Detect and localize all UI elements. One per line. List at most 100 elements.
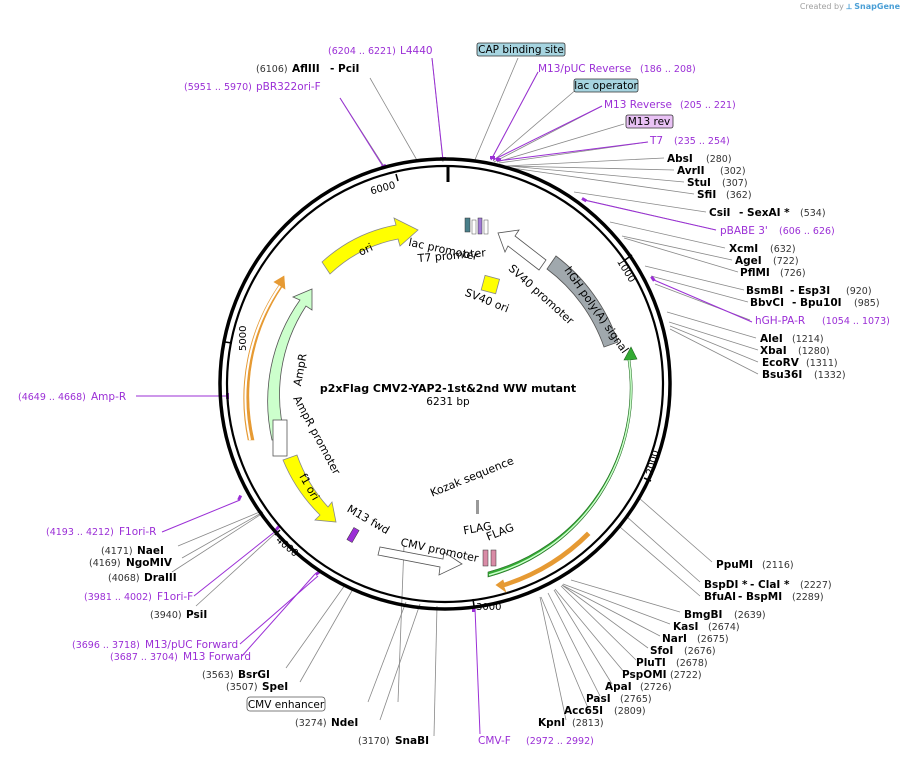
site-bfuai-name: BfuAI (704, 591, 736, 603)
backbone-inner (225, 164, 665, 604)
site-bmgbi-pos: (2639) (734, 610, 766, 621)
tick-label-3000: 3000 (476, 602, 501, 613)
primer-t7-name: T7 (649, 135, 663, 147)
site-spei-pos: (3507) (226, 682, 258, 693)
site-nari-pos: (2675) (697, 634, 729, 645)
bottom-orange-arc (495, 531, 591, 593)
site-ecorv-pos: (1311) (806, 358, 838, 369)
primer-amp-r-name: Amp-R (91, 391, 126, 403)
site-bbvci-extra: - Bpu10I (792, 297, 842, 309)
cap-feature (464, 217, 471, 233)
primer-f1ori-f-name: F1ori-F (157, 591, 193, 603)
site-csii-name: CsiI (709, 207, 730, 219)
site-naei-name: NaeI (137, 545, 164, 557)
ampr-label: AmpR (291, 352, 310, 387)
site-xbai-name: XbaI (760, 345, 787, 357)
site-pflmi-name: PflMI (740, 267, 770, 279)
snapgene-logo: ⟂ (846, 2, 852, 11)
primer-m13-fwd-name: M13 Forward (183, 651, 251, 663)
primer-pbr322-name: pBR322ori-F (256, 81, 321, 93)
right-green-arc (487, 346, 638, 578)
site-bsu36i-name: Bsu36I (762, 369, 802, 381)
hgh-polya-label: hGH poly(A) signal (562, 264, 632, 356)
tick-label-2000: 2000 (645, 449, 662, 476)
sv40-ori-box (480, 274, 501, 295)
left-orange-arc-inner (244, 285, 281, 441)
site-pluti-name: PluTI (636, 657, 666, 669)
site-draiii-pos: (4068) (108, 573, 140, 584)
cmv-enhancer-box-label: CMV enhancer (248, 699, 325, 711)
site-draiii-name: DraIII (144, 572, 177, 584)
flag1-feature (482, 549, 489, 567)
primer-labels: (6204 .. 6221) L4440 (5951 .. 5970) pBR3… (18, 45, 890, 747)
f1-ori-arrow (282, 454, 337, 523)
primer-m13-rev-pos: (205 .. 221) (680, 100, 736, 111)
tick-label-4000: 4000 (273, 535, 300, 560)
site-avrii-pos: (302) (720, 166, 746, 177)
sites-left: (6106) AflIII - PciI (4171) NaeI (4169) … (89, 63, 429, 747)
m13-rev-box (625, 114, 674, 129)
site-absi-pos: (280) (706, 154, 732, 165)
site-stui-name: StuI (687, 177, 711, 189)
site-alei-pos: (1214) (792, 334, 824, 345)
site-stui-pos: (307) (722, 178, 748, 189)
hgh-polya-arc (546, 255, 619, 348)
site-bsmbi-extra: - Esp3I (790, 285, 830, 297)
lac-operator-box-label: lac operator (574, 80, 638, 92)
right-green-arc-inner (488, 359, 632, 576)
site-acc65i-name: Acc65I (564, 705, 603, 717)
primer-amp-r-pos: (4649 .. 4668) (18, 392, 86, 403)
primer-pbabe-pos: (606 .. 626) (779, 226, 835, 237)
t7-promoter-feature (483, 219, 489, 235)
primer-lines (136, 57, 753, 735)
lac-operator-box (573, 78, 639, 93)
site-sfoi-name: SfoI (650, 645, 673, 657)
site-sfii-pos: (362) (726, 190, 752, 201)
site-xcmi-pos: (632) (770, 244, 796, 255)
primer-cmv-f-pos: (2972 .. 2992) (526, 736, 594, 747)
site-sfoi-pos: (2676) (684, 646, 716, 657)
site-pluti-pos: (2678) (676, 658, 708, 669)
site-ppumi-pos: (2116) (762, 560, 794, 571)
site-bbvci-pos: (985) (854, 298, 880, 309)
site-afliii-pos: (6106) (256, 64, 288, 75)
primer-hgh-pa-r-name: hGH-PA-R (755, 315, 805, 327)
site-avrii-name: AvrII (677, 165, 705, 177)
flag2-feature (490, 549, 497, 567)
m13-rev-box-label: M13 rev (628, 116, 671, 128)
sites-right: AbsI (280) AvrII (302) StuI (307) SfiI (… (538, 153, 880, 729)
site-bmgbi-name: BmgBI (684, 609, 722, 621)
site-bfuai-extra: - BspMI (738, 591, 782, 603)
flag1-label: FLAG (462, 520, 492, 538)
site-nari-name: NarI (662, 633, 687, 645)
site-snabi-name: SnaBI (395, 735, 429, 747)
site-bspdi-pos: (2227) (800, 580, 832, 591)
site-bfuai-pos: (2289) (792, 592, 824, 603)
primer-hgh-pa-r-pos: (1054 .. 1073) (822, 316, 890, 327)
site-bsmbi-name: BsmBI (746, 285, 783, 297)
feature-arcs (243, 217, 638, 593)
site-psii-name: PsiI (186, 609, 207, 621)
primer-m13puc-rev-name: M13/pUC Reverse (538, 63, 631, 75)
plasmid-size: 6231 bp (426, 396, 470, 408)
site-ndei-name: NdeI (331, 717, 358, 729)
site-bsrgi-pos: (3563) (202, 670, 234, 681)
boxed-labels: CAP binding site lac operator M13 rev CM… (246, 42, 674, 712)
primer-f1ori-r-name: F1ori-R (119, 526, 156, 538)
primer-pbr322-pos: (5951 .. 5970) (184, 82, 252, 93)
site-apai-name: ApaI (605, 681, 632, 693)
primer-m13puc-rev-pos: (186 .. 208) (640, 64, 696, 75)
lac-promoter-feature (471, 219, 477, 235)
site-sfii-name: SfiI (697, 189, 716, 201)
site-absi-name: AbsI (667, 153, 693, 165)
kozak-label: Kozak sequence (428, 454, 515, 499)
site-ecorv-name: EcoRV (762, 357, 800, 369)
ori-label: ori (356, 241, 374, 259)
primer-l4440-name: L4440 (400, 45, 433, 57)
plasmid-title: p2xFlag CMV2-YAP2-1st&2nd WW mutant (320, 382, 576, 395)
primer-cmv-f-name: CMV-F (478, 735, 511, 747)
site-acc65i-pos: (2809) (614, 706, 646, 717)
primer-f1ori-f-pos: (3981 .. 4002) (84, 592, 152, 603)
site-snabi-pos: (3170) (358, 736, 390, 747)
